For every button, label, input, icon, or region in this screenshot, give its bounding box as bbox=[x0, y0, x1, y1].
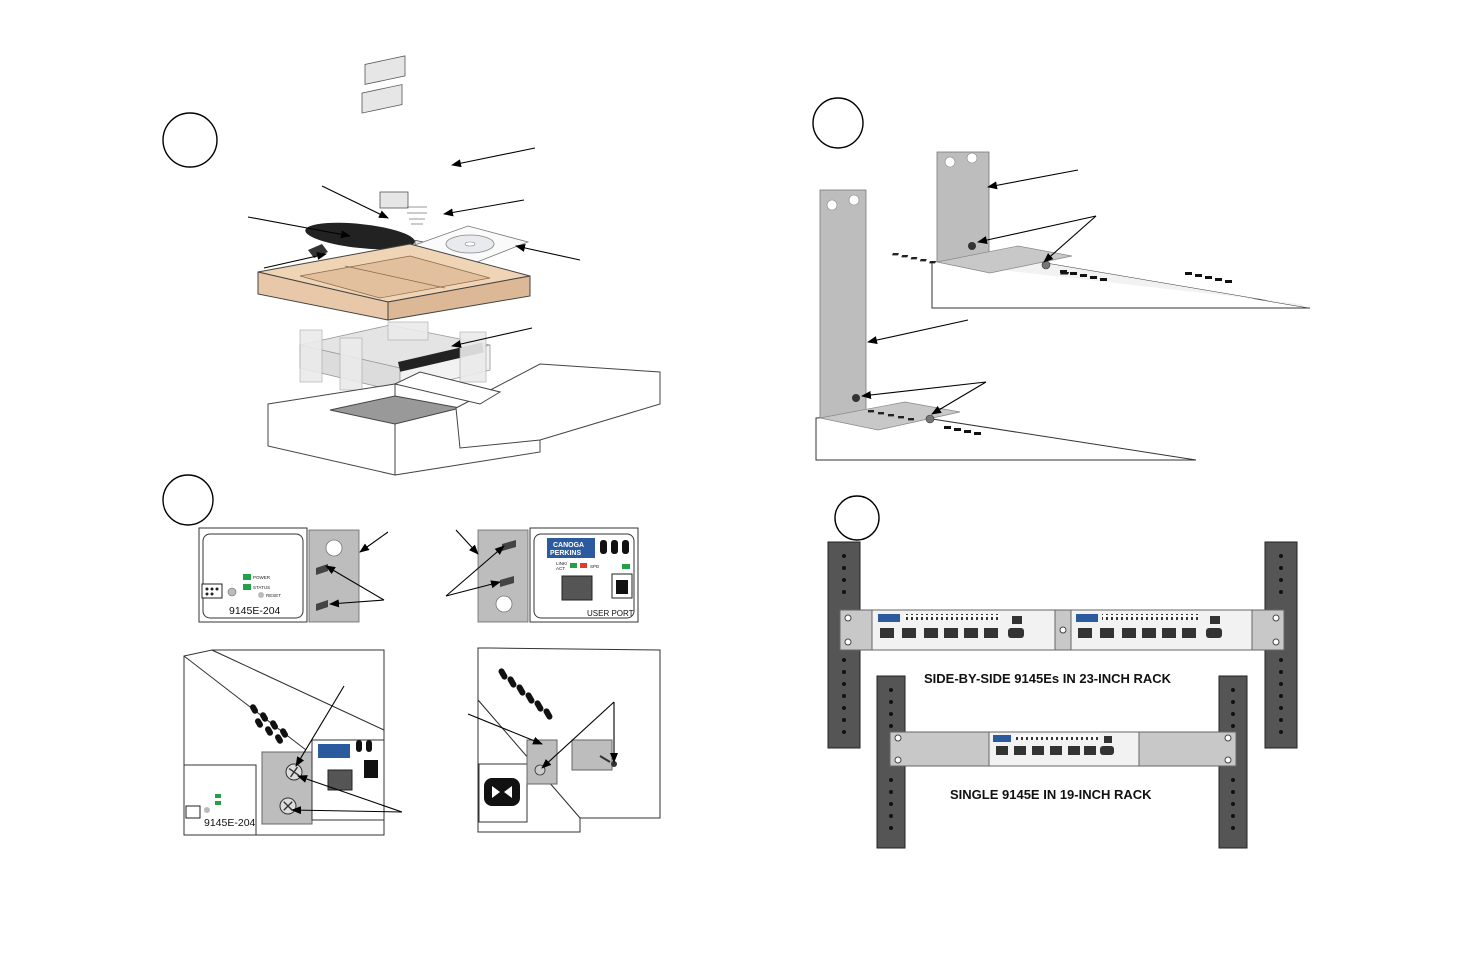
short-bracket-vents bbox=[1060, 270, 1107, 281]
step-3-marker bbox=[162, 474, 214, 526]
power-plug bbox=[308, 244, 328, 258]
power-led-label: POWER bbox=[253, 575, 271, 580]
side-by-side-units bbox=[839, 609, 1285, 651]
user-port-label: USER PORT bbox=[587, 609, 634, 618]
rack-19-holes bbox=[889, 688, 1235, 830]
model-label-perspective: 9145E-204 bbox=[204, 817, 256, 829]
step-3-callouts bbox=[291, 529, 618, 815]
step-2-marker bbox=[812, 97, 864, 149]
step-4-marker bbox=[834, 495, 880, 541]
foam-packed-unit bbox=[299, 321, 491, 393]
step-2-bracket-orientation bbox=[812, 97, 1311, 461]
step-4-rack-mounting: SIDE-BY-SIDE 9145Es IN 23-INCH RACK bbox=[827, 495, 1298, 849]
status-led-label: STATUS bbox=[253, 585, 270, 590]
brand-line-1: CANOGA bbox=[553, 542, 584, 549]
act-label: ACT bbox=[556, 566, 565, 571]
carton-tray bbox=[257, 243, 531, 321]
link-label: LINK/ bbox=[556, 561, 568, 566]
tall-bracket-assembly bbox=[815, 189, 1197, 461]
front-panel-left: POWER STATUS RESET 9145E-204 bbox=[198, 527, 308, 623]
reset-label: RESET bbox=[266, 593, 281, 598]
attach-view-right bbox=[477, 647, 661, 833]
attach-view-left: 9145E-204 bbox=[183, 649, 385, 836]
caption-side-by-side: SIDE-BY-SIDE 9145Es IN 23-INCH RACK bbox=[924, 671, 1172, 686]
bracket-right bbox=[477, 529, 529, 623]
spd-label: SPD bbox=[590, 564, 600, 569]
single-unit bbox=[889, 731, 1237, 767]
screws-pack bbox=[407, 206, 427, 225]
bracket-left bbox=[308, 529, 360, 623]
step-1-marker bbox=[162, 112, 218, 168]
front-panel-right: CANOGA PERKINS LINK/ ACT SPD USER PORT bbox=[529, 527, 639, 623]
brand-line-2: PERKINS bbox=[550, 550, 581, 557]
open-shipping-box bbox=[267, 363, 661, 476]
step-3-attach-brackets: POWER STATUS RESET 9145E-204 CANOGA PERK… bbox=[162, 474, 661, 836]
caption-single: SINGLE 9145E IN 19-INCH RACK bbox=[950, 787, 1152, 802]
power-cord bbox=[305, 222, 415, 250]
rack-23-holes bbox=[842, 554, 1283, 734]
step-1-callouts bbox=[247, 147, 581, 348]
model-label: 9145E-204 bbox=[229, 605, 281, 617]
step-1-unpacking bbox=[162, 55, 661, 476]
step-2-callouts bbox=[861, 169, 1097, 415]
short-bracket-assembly bbox=[892, 151, 1311, 309]
